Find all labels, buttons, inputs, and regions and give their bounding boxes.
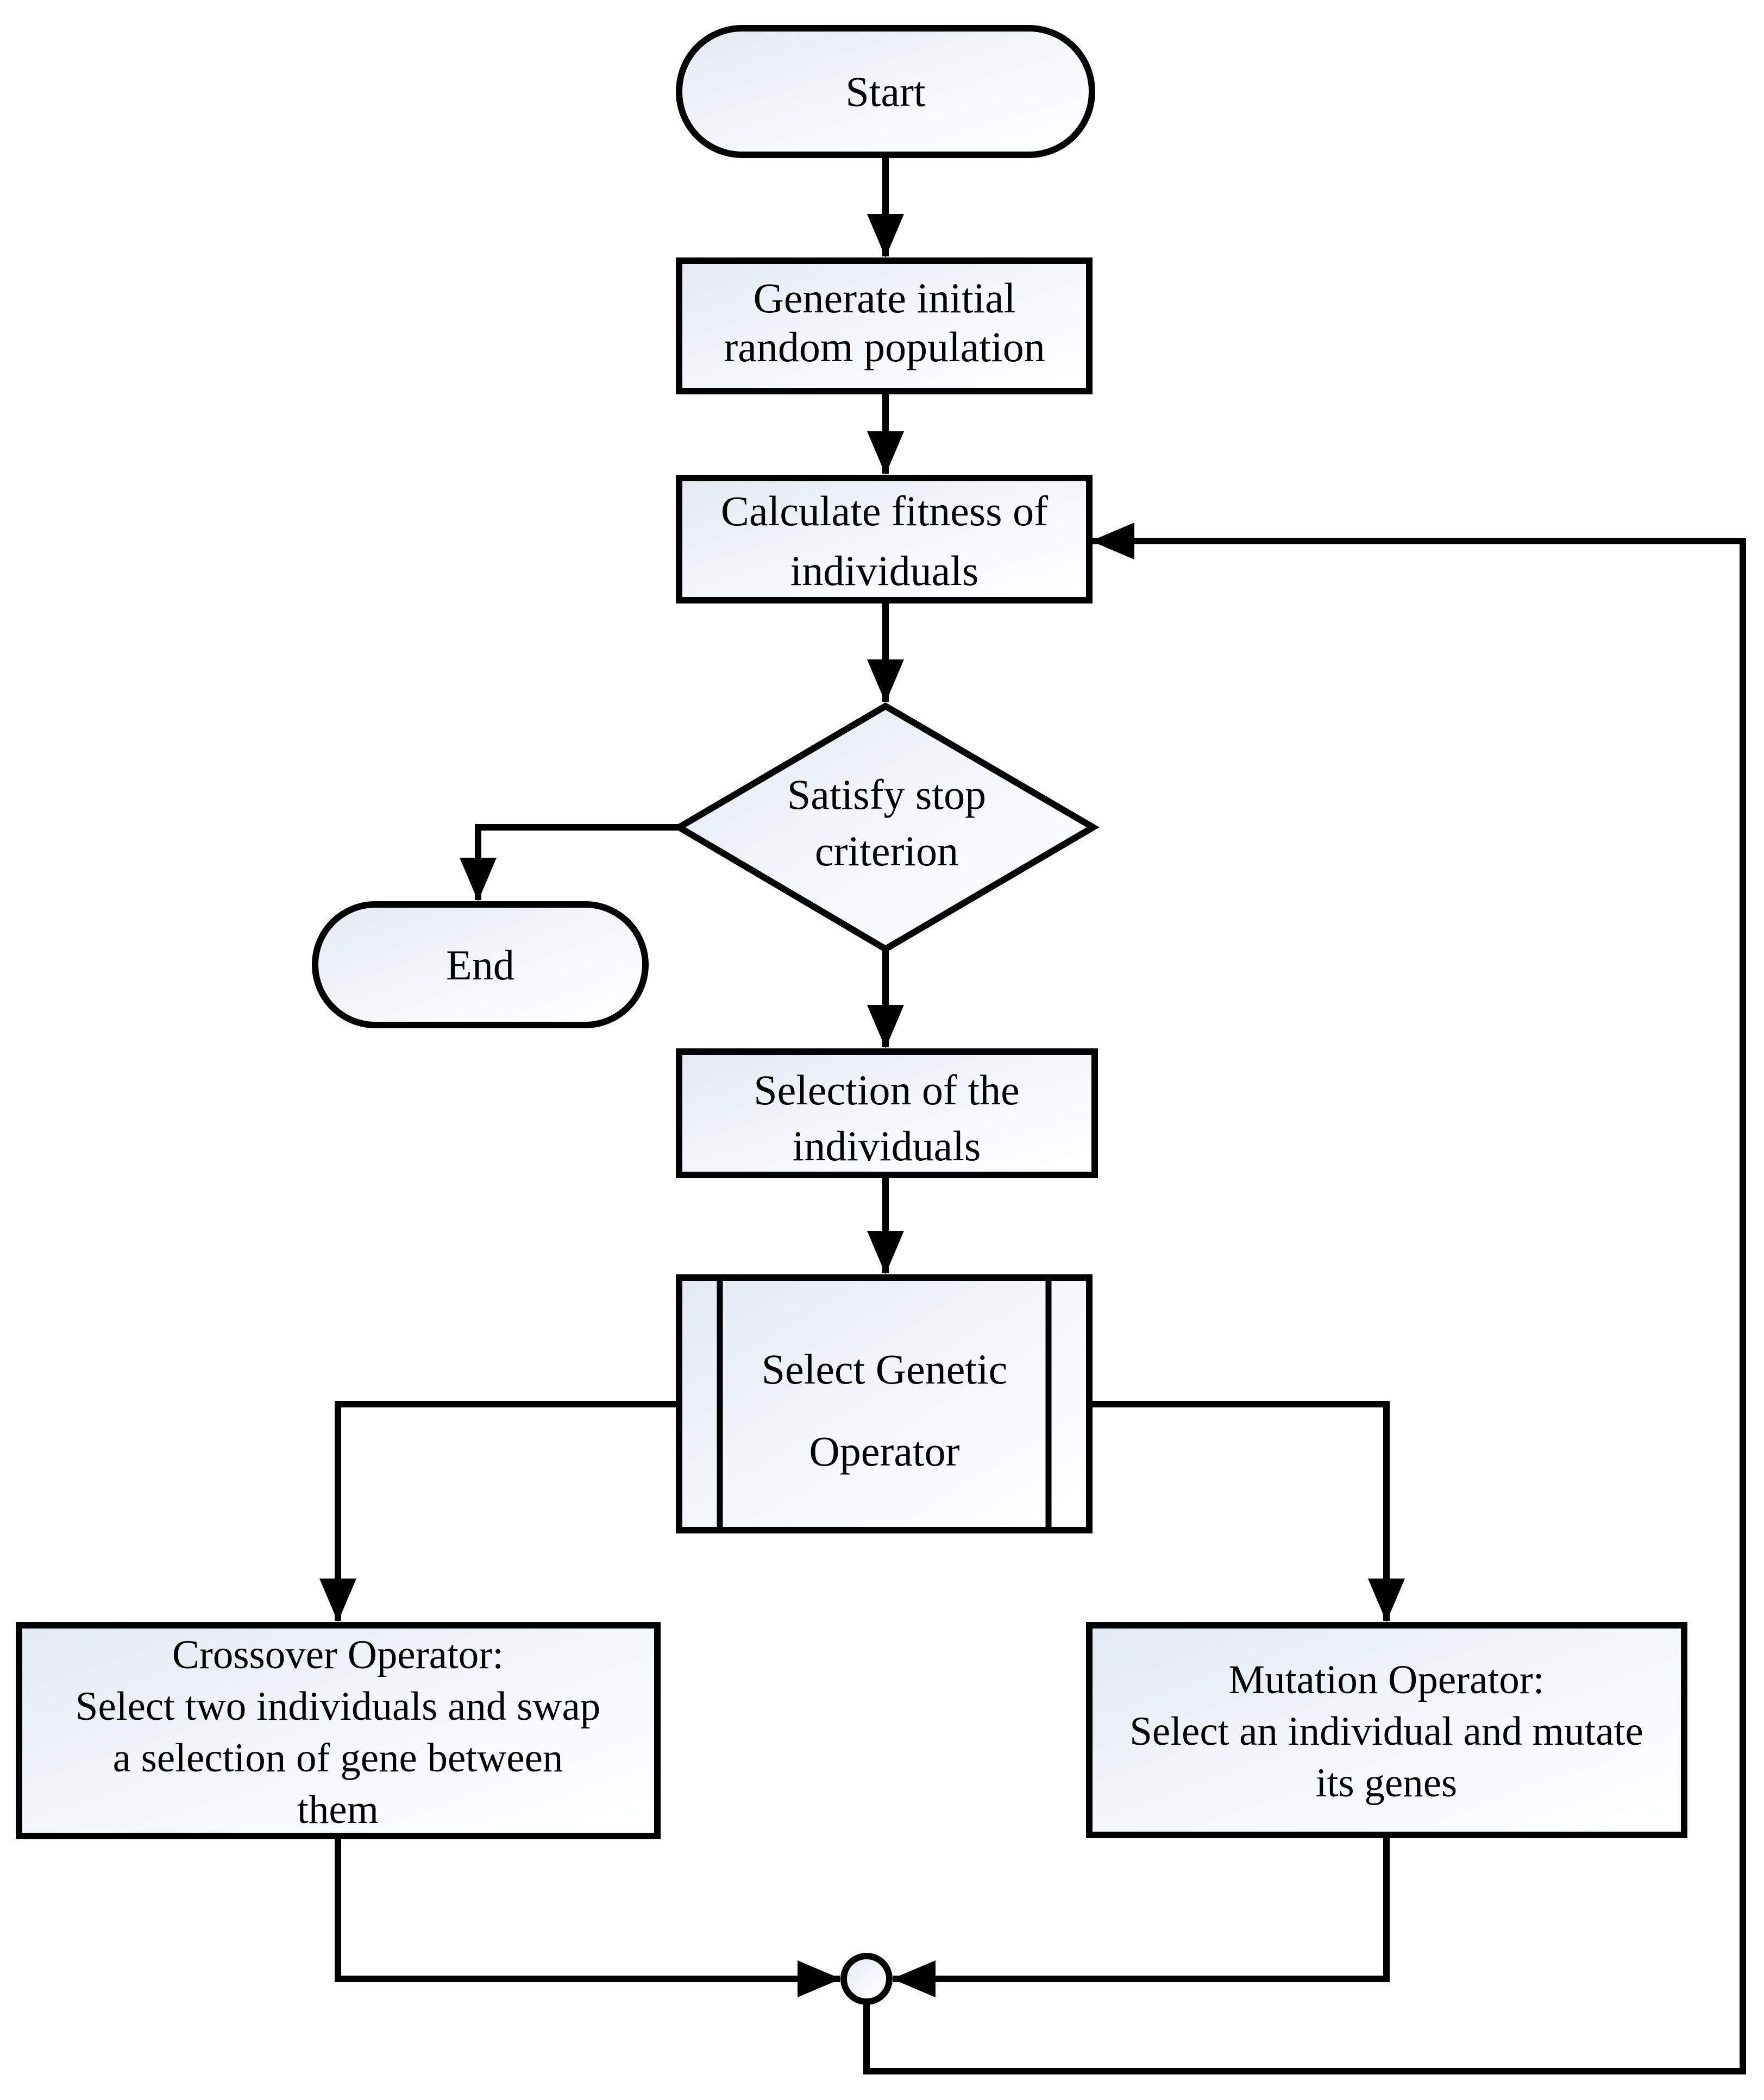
selection-process-shape (676, 1048, 1098, 1178)
mutation-label-line3: its genes (1316, 1761, 1457, 1806)
calculate-process-shape (676, 475, 1093, 603)
edge-mutation-to-junction (892, 1836, 1390, 1997)
end-terminator-shape (312, 901, 649, 1028)
operator-label-line1: Select Genetic (762, 1345, 1008, 1393)
mutation-label-line2: Select an individual and mutate (1129, 1709, 1643, 1754)
mutation-process-shape (1086, 1622, 1687, 1838)
node-merge-junction (840, 1953, 893, 2005)
calculate-label-line1: Calculate fitness of (721, 487, 1048, 535)
decision-label-line2: criterion (815, 827, 958, 875)
crossover-label-line3: a selection of gene between (113, 1736, 563, 1781)
junction-connector-circle (840, 1953, 893, 2005)
calculate-label-line2: individuals (790, 547, 979, 594)
crossover-process-shape (16, 1622, 661, 1839)
edge-decision-to-end (460, 824, 678, 901)
mutation-label-line1: Mutation Operator: (1228, 1657, 1544, 1702)
node-mutation-operator: Mutation Operator: Select an individual … (1086, 1622, 1687, 1838)
decision-diamond-shape (673, 702, 1100, 953)
node-end-label: End (446, 941, 514, 989)
selection-label-line1: Selection of the (754, 1066, 1020, 1114)
crossover-label-line4: them (297, 1787, 379, 1832)
selection-label-line2: individuals (793, 1122, 981, 1170)
operator-label-line2: Operator (809, 1428, 959, 1475)
operator-predefined-process-shape (676, 1274, 1093, 1533)
generate-label-line2: random population (724, 323, 1045, 370)
node-crossover-operator: Crossover Operator: Select two individua… (16, 1622, 661, 1839)
start-terminator-shape (676, 25, 1095, 158)
node-selection-of-individuals: Selection of the individuals (676, 1048, 1098, 1178)
node-select-genetic-operator: Select Genetic Operator (676, 1274, 1093, 1533)
edge-operator-to-crossover (319, 1401, 678, 1622)
generate-label-line1: Generate initial (754, 274, 1016, 322)
crossover-label-line1: Crossover Operator: (172, 1632, 504, 1677)
node-generate-population: Generate initial random population (676, 257, 1093, 394)
edge-junction-feedback-to-calculate (863, 523, 1746, 2074)
edge-crossover-to-junction (335, 1837, 841, 1997)
crossover-label-line2: Select two individuals and swap (76, 1684, 601, 1729)
node-calculate-fitness: Calculate fitness of individuals (676, 475, 1093, 603)
node-end: End (312, 901, 649, 1028)
decision-label-line1: Satisfy stop (787, 771, 986, 818)
edge-operator-to-mutation (1090, 1401, 1405, 1622)
node-stop-criterion-decision: Satisfy stop criterion (673, 702, 1100, 953)
node-start: Start (676, 25, 1095, 158)
generate-process-shape (676, 257, 1093, 394)
node-start-label: Start (845, 68, 926, 115)
